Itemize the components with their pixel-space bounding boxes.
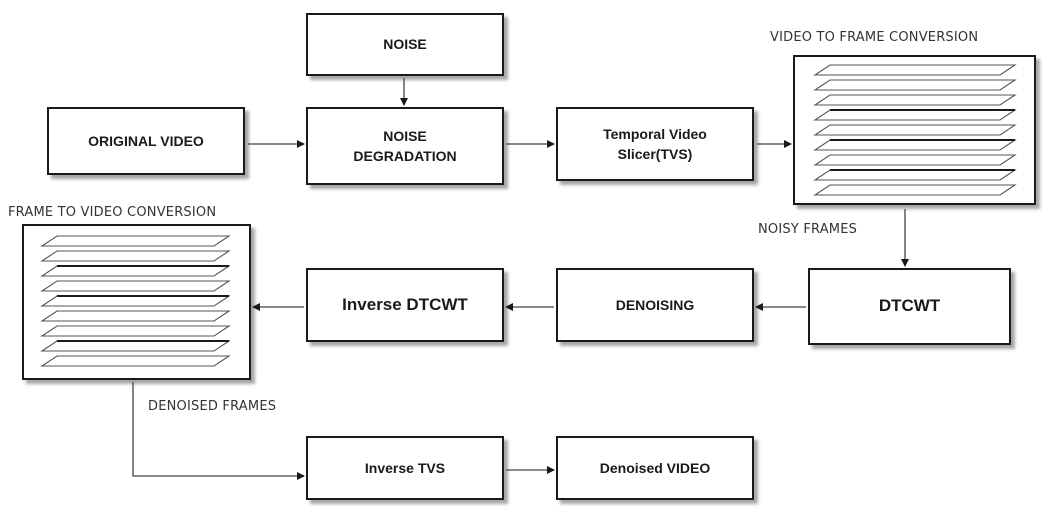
inverse-tvs-label: Inverse TVS — [364, 459, 446, 476]
denoised-frames-stack — [22, 224, 251, 380]
denoising-label: DENOISING — [615, 296, 695, 313]
arrow-frames-to-inverse-tvs — [132, 382, 305, 480]
denoised-video-label: Denoised VIDEO — [599, 459, 711, 476]
denoised-video-box: Denoised VIDEO — [556, 436, 754, 500]
original-video-label: ORIGINAL VIDEO — [88, 132, 204, 149]
dtcwt-label: DTCWT — [878, 296, 941, 316]
tvs-box: Temporal Video Slicer(TVS) — [556, 107, 754, 181]
tvs-label: Temporal Video Slicer(TVS) — [603, 124, 707, 165]
tvs-line1: Temporal Video — [603, 125, 707, 142]
inverse-dtcwt-label: Inverse DTCWT — [342, 294, 468, 314]
frame-to-video-label: FRAME TO VIDEO CONVERSION — [8, 205, 217, 220]
noise-degradation-box: NOISE DEGRADATION — [306, 107, 504, 185]
dtcwt-box: DTCWT — [808, 268, 1011, 345]
inverse-tvs-box: Inverse TVS — [306, 436, 504, 500]
denoised-frames-label: DENOISED FRAMES — [148, 399, 277, 414]
denoised-frames-icon — [40, 235, 231, 367]
noise-box-label: NOISE — [383, 36, 427, 53]
tvs-line2: Slicer(TVS) — [617, 146, 693, 162]
original-video-box: ORIGINAL VIDEO — [47, 107, 245, 175]
noise-degradation-line2: DEGRADATION — [353, 148, 457, 164]
inverse-dtcwt-box: Inverse DTCWT — [306, 268, 504, 342]
noisy-frames-icon — [813, 64, 1017, 196]
noise-degradation-label: NOISE DEGRADATION — [353, 126, 456, 167]
noisy-frames-label: NOISY FRAMES — [758, 222, 858, 237]
denoising-box: DENOISING — [556, 268, 754, 342]
noise-degradation-line1: NOISE — [383, 127, 427, 144]
video-to-frame-label: VIDEO TO FRAME CONVERSION — [770, 30, 979, 45]
video-frames-stack — [793, 55, 1036, 205]
noise-box: NOISE — [306, 13, 504, 76]
